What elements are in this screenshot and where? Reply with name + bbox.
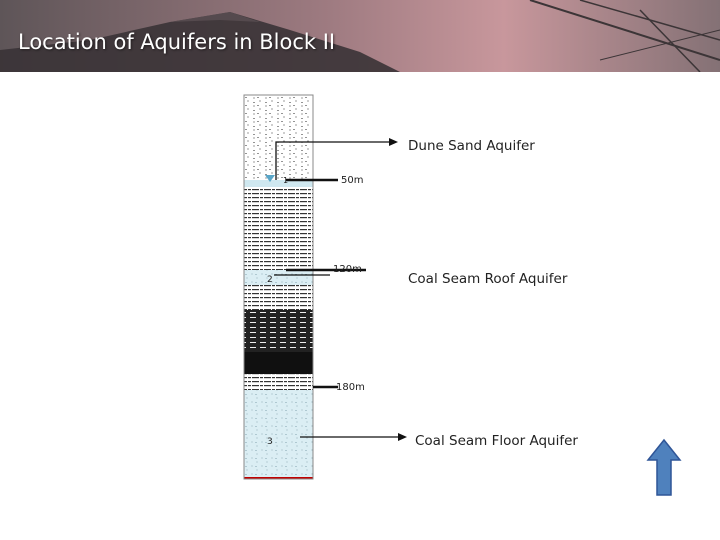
water-level-marker <box>265 175 275 182</box>
depth-label-120m: 120m <box>333 264 362 275</box>
pointer-dune-sand-head <box>389 138 398 146</box>
aquifer-number-3: 3 <box>267 437 273 447</box>
layer-shale-upper <box>244 187 313 270</box>
title-banner: Location of Aquifers in Block II <box>0 0 720 72</box>
aquifer-number-2: 2 <box>267 275 273 285</box>
depth-marker-lines <box>286 178 366 389</box>
layer-aquifer-2 <box>244 270 313 285</box>
layer-shale-lower <box>244 374 313 390</box>
layer-aquifer-3 <box>244 390 313 478</box>
stratigraphic-column <box>243 94 314 480</box>
banner-background-image <box>0 0 720 72</box>
aquifer-number-1: 1 <box>283 176 288 185</box>
label-dune-sand-aquifer: Dune Sand Aquifer <box>408 138 535 154</box>
pointer-coal-floor-head <box>398 433 407 441</box>
layer-coal-mix <box>244 310 313 352</box>
up-arrow-icon[interactable] <box>646 438 682 496</box>
column-outline <box>243 94 314 480</box>
label-coal-seam-roof-aquifer: Coal Seam Roof Aquifer <box>408 271 568 287</box>
layer-aquifer-1 <box>244 180 313 187</box>
label-coal-seam-floor-aquifer: Coal Seam Floor Aquifer <box>415 433 578 449</box>
column-base <box>244 477 313 479</box>
layer-dune-sand <box>244 95 313 180</box>
layer-shale-middle <box>244 285 313 310</box>
layer-coal-seam <box>244 352 313 374</box>
depth-label-180m: 180m <box>336 382 365 393</box>
pointer-dune-sand <box>275 141 390 180</box>
slide-title: Location of Aquifers in Block II <box>18 30 336 54</box>
depth-label-50m: 50m <box>341 175 364 186</box>
aquifer-pointers <box>274 138 407 441</box>
